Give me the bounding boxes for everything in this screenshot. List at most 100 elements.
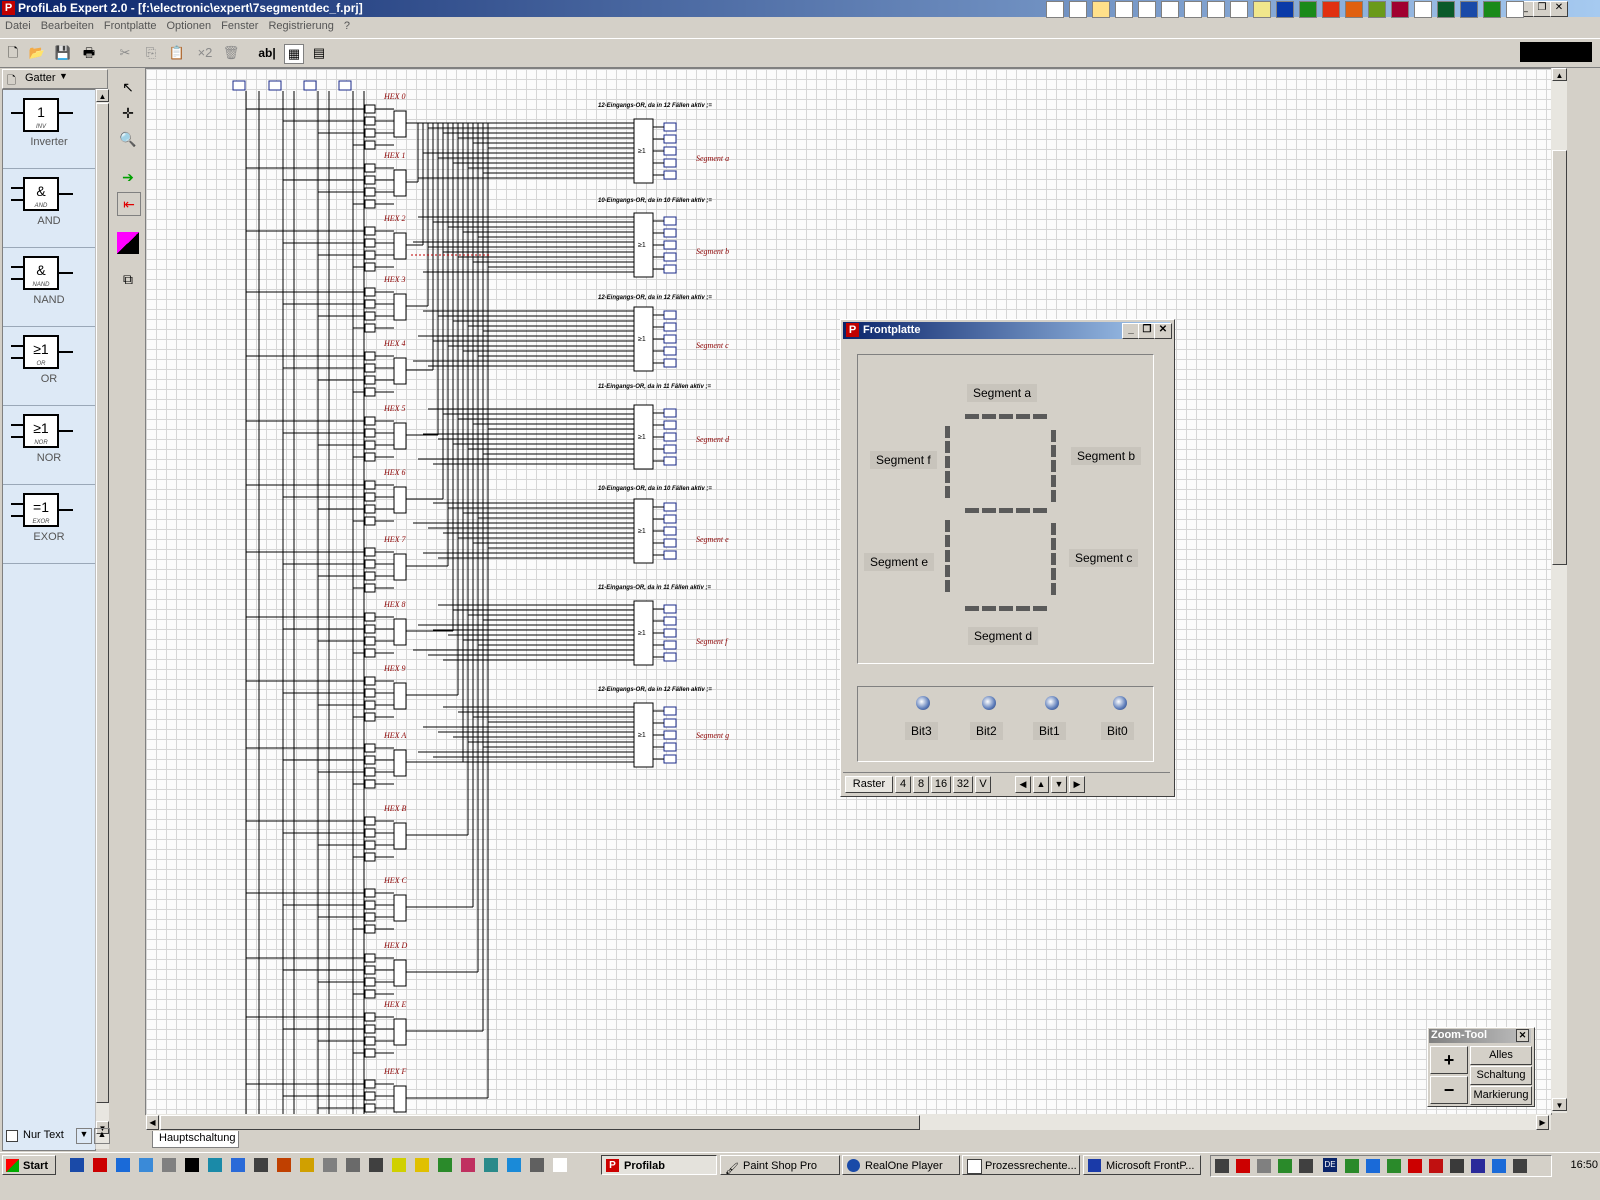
palette-category-dropdown[interactable]: 🗋 Gatter ▼ [2,69,108,89]
tray-icon[interactable] [1471,1159,1485,1173]
duplicate-button[interactable]: ×2 [197,45,213,60]
tray-icon[interactable] [1215,1159,1229,1173]
quick-launch-icon[interactable] [277,1158,291,1172]
menu-help[interactable]: ? [343,20,350,32]
restore-button[interactable]: ❐ [1533,1,1551,17]
move-left-icon[interactable]: ◀ [1015,776,1031,793]
quick-launch-icon[interactable] [300,1158,314,1172]
tray-icon[interactable] [1387,1159,1401,1173]
move-down-icon[interactable]: ▼ [1051,776,1067,793]
raster-4-button[interactable]: 4 [895,776,911,793]
app-shortcut-icon[interactable] [1437,1,1455,18]
app-shortcut-icon[interactable] [1161,1,1179,18]
app-shortcut-icon[interactable] [1299,1,1317,18]
new-file-icon[interactable]: 🗋 [7,45,19,60]
palette-item-nand[interactable]: &NAND NAND [3,248,95,327]
delete-icon[interactable]: 🗑 [222,45,240,60]
app-shortcut-icon[interactable] [1506,1,1524,18]
quick-launch-icon[interactable] [254,1158,268,1172]
quick-launch-icon[interactable] [415,1158,429,1172]
zoom-in-button[interactable]: + [1430,1046,1468,1074]
quick-launch-icon[interactable] [438,1158,452,1172]
palette-scrollbar[interactable]: ▲ ▼ [95,89,109,1149]
close-button[interactable]: ✕ [1550,1,1568,17]
app-shortcut-icon[interactable] [1391,1,1409,18]
quick-launch-icon[interactable] [369,1158,383,1172]
menu-datei[interactable]: Datei [5,20,31,32]
app-shortcut-icon[interactable] [1069,1,1087,18]
vertical-scroll-thumb[interactable] [1552,150,1567,565]
scroll-up-icon[interactable]: ▲ [96,89,109,102]
copy-icon[interactable]: ⎘ [145,45,157,60]
app-shortcut-icon[interactable] [1184,1,1202,18]
paste-icon[interactable]: 📋 [168,45,186,60]
move-up-icon[interactable]: ▲ [94,1128,110,1144]
arrow-right-icon[interactable]: ➔ [122,169,134,185]
menu-registrierung[interactable]: Registrierung [268,20,334,32]
tray-icon[interactable] [1366,1159,1380,1173]
quick-launch-icon[interactable] [139,1158,153,1172]
text-tool-button[interactable]: ab| [258,46,276,60]
raster-16-button[interactable]: 16 [931,776,951,793]
tray-icon[interactable] [1257,1159,1271,1173]
app-shortcut-icon[interactable] [1460,1,1478,18]
quick-launch-icon[interactable] [484,1158,498,1172]
tray-icon[interactable] [1492,1159,1506,1173]
crosshair-icon[interactable]: ✛ [122,105,134,121]
app-shortcut-icon[interactable] [1092,1,1110,18]
quick-launch-icon[interactable] [392,1158,406,1172]
tray-icon[interactable] [1278,1159,1292,1173]
app-shortcut-icon[interactable] [1345,1,1363,18]
frontplatte-title-bar[interactable]: P Frontplatte _ ❐ ✕ [843,322,1172,339]
quick-launch-icon[interactable] [553,1158,567,1172]
menu-optionen[interactable]: Optionen [166,20,212,32]
quick-launch-icon[interactable] [208,1158,222,1172]
tray-icon[interactable] [1299,1159,1313,1173]
bit1-switch[interactable] [1045,696,1059,710]
canvas-horizontal-scrollbar[interactable]: ◀ ▶ [146,1114,1551,1130]
app-shortcut-icon[interactable] [1046,1,1064,18]
menu-fenster[interactable]: Fenster [221,20,259,32]
tray-icon[interactable] [1408,1159,1422,1173]
zoom-icon[interactable]: 🔍 [119,131,137,147]
grid-view-icon[interactable]: ▦ [284,44,304,64]
palette-item-and[interactable]: &AND AND [3,169,95,248]
horizontal-scroll-thumb[interactable] [160,1115,920,1130]
raster-v-button[interactable]: V [975,776,991,793]
save-icon[interactable]: 💾 [54,45,72,60]
task-prozessrechner[interactable]: Prozessrechente... [962,1155,1080,1175]
task-realone-player[interactable]: RealOne Player [842,1155,960,1175]
page-view-icon[interactable]: ▤ [312,45,326,60]
move-right-icon[interactable]: ▶ [1069,776,1085,793]
palette-scroll-thumb[interactable] [96,103,109,1103]
app-shortcut-icon[interactable] [1414,1,1432,18]
app-shortcut-icon[interactable] [1230,1,1248,18]
tray-icon[interactable] [1513,1159,1527,1173]
switch-view-icon[interactable]: ⧉ [123,271,133,287]
open-folder-icon[interactable]: 📂 [28,45,46,60]
move-down-icon[interactable]: ▼ [76,1128,92,1144]
quick-launch-icon[interactable] [93,1158,107,1172]
color-icon[interactable] [117,232,139,254]
bit3-switch[interactable] [916,696,930,710]
zoom-tool-title-bar[interactable]: Zoom-Tool ✕ [1429,1029,1531,1043]
app-shortcut-icon[interactable] [1276,1,1294,18]
quick-launch-icon[interactable] [116,1158,130,1172]
app-shortcut-icon[interactable] [1483,1,1501,18]
zoom-selection-button[interactable]: Markierung [1470,1086,1532,1105]
bit0-switch[interactable] [1113,696,1127,710]
app-shortcut-icon[interactable] [1138,1,1156,18]
close-button[interactable]: ✕ [1154,323,1172,339]
cut-icon[interactable]: ✂ [119,45,131,60]
app-shortcut-icon[interactable] [1207,1,1225,18]
bit2-switch[interactable] [982,696,996,710]
task-frontpage[interactable]: Microsoft FrontP... [1083,1155,1201,1175]
tray-icon[interactable] [1236,1159,1250,1173]
canvas-vertical-scrollbar[interactable]: ▲ ▼ [1551,68,1567,1113]
app-shortcut-icon[interactable] [1368,1,1386,18]
